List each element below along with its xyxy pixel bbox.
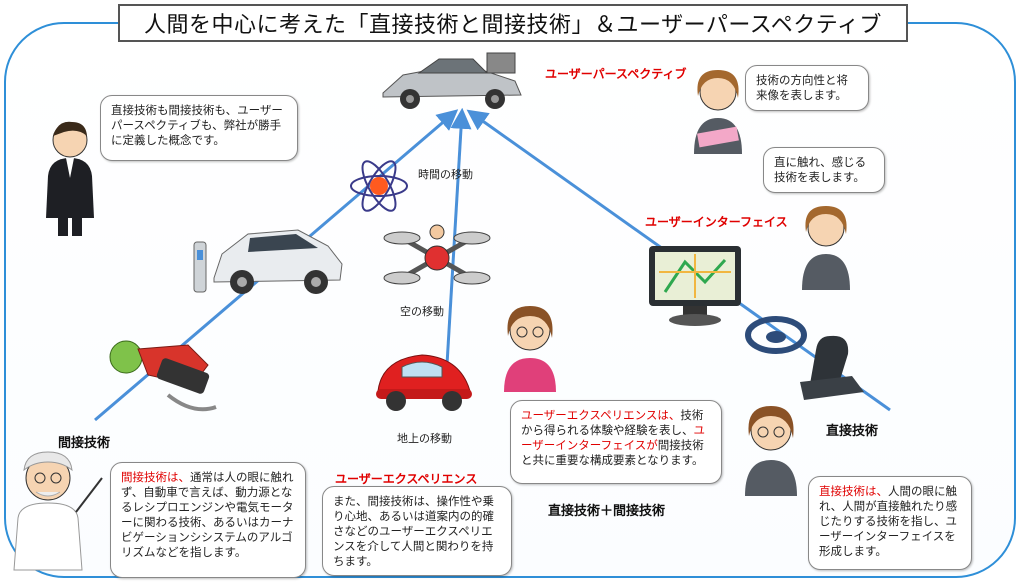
teacher-man-icon	[46, 121, 94, 236]
bubble-indirect-tech: 間接技術は、通常は人の眼に触れず、自動車で言えば、動力源となるレシプロエンジンや…	[110, 462, 306, 578]
bubble-interface: 直に触れ、感じる技術を表します。	[763, 147, 885, 193]
bubble-user-experience: ユーザーエクスペリエンスは、技術から得られる体験や経験を表し、ユーザーインターフ…	[510, 400, 722, 484]
ux-arrow	[443, 107, 472, 399]
bubble-ux-relation: また、間接技術は、操作性や乗り心地、あるいは道案内の的確さなどのユーザーエクスペ…	[322, 486, 512, 576]
page-title: 人間を中心に考えた「直接技術と間接技術」＆ユーザーパースペクティブ	[118, 4, 908, 42]
engine-piston-icon	[109, 340, 217, 412]
atom-icon	[350, 160, 408, 212]
ground-move-label: 地上の移動	[397, 432, 452, 445]
bubble-concept-note: 直接技術も間接技術も、ユーザーパースペクティブも、弊社が勝手に定義した概念です。	[100, 95, 298, 161]
sky-move-label: 空の移動	[400, 305, 444, 318]
indirect-tech-label: 間接技術	[58, 436, 111, 451]
bubble-direct-tech: 直接技術は、人間の眼に触れ、人間が直接触れたり感じたりする技術を指し、ユーザーイ…	[808, 476, 972, 570]
businesswoman-icon	[802, 206, 850, 290]
delorean-car-icon	[382, 52, 522, 109]
user-interface-label: ユーザーインターフェイス	[645, 215, 788, 229]
beetle-car-icon	[376, 354, 472, 411]
drone-icon	[383, 224, 491, 285]
businesswoman-icon	[504, 306, 556, 392]
time-move-label: 時間の移動	[418, 168, 473, 181]
car-seat-icon	[800, 335, 864, 400]
user-experience-label: ユーザーエクスペリエンス	[335, 472, 478, 486]
user-perspective-label: ユーザーパースペクティブ	[545, 67, 687, 81]
steering-wheel-icon	[745, 316, 807, 354]
direct-tech-label: 直接技術	[826, 424, 879, 439]
charger-icon	[193, 241, 207, 293]
professor-icon	[13, 451, 103, 571]
businesswoman-icon	[694, 70, 742, 154]
direct-plus-indirect-label: 直接技術＋間接技術	[548, 504, 666, 519]
bubble-perspective: 技術の方向性と将来像を表します。	[745, 65, 869, 111]
navigation-screen-icon	[649, 246, 741, 326]
businesswoman-icon	[745, 406, 797, 496]
electric-car-icon	[213, 229, 343, 294]
